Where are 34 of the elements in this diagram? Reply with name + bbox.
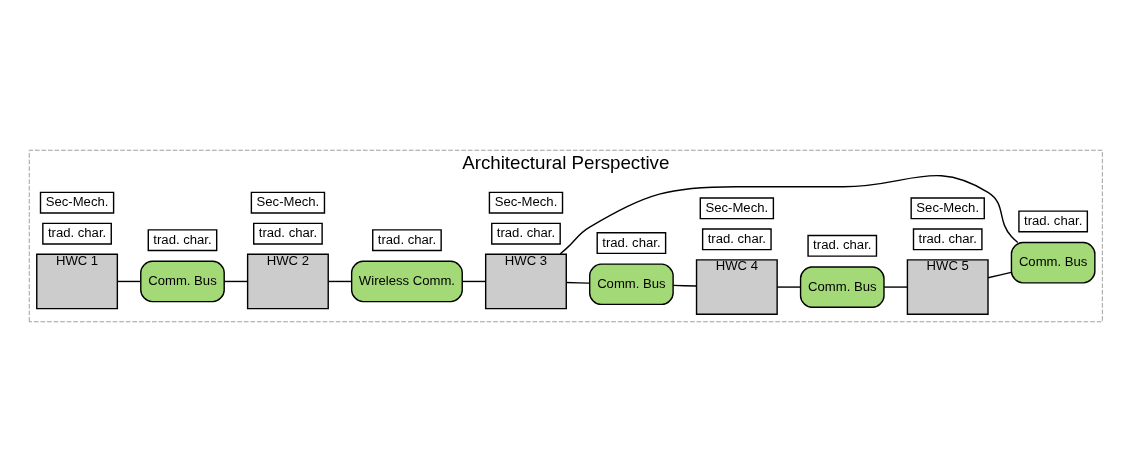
node-box: trad. char.	[912, 228, 983, 251]
node-box: Comm. Bus	[140, 260, 225, 303]
connector	[327, 280, 353, 283]
node-box: Sec-Mech.	[250, 191, 326, 214]
node-box: Wireless Comm.	[350, 260, 463, 303]
connector	[461, 280, 487, 283]
node-box: HWC 4	[695, 259, 778, 315]
node-box: Sec-Mech.	[488, 191, 564, 214]
node-box: trad. char.	[596, 232, 667, 255]
node-box: trad. char.	[42, 222, 112, 245]
node-box: trad. char.	[372, 229, 442, 252]
node-box: trad. char.	[807, 234, 878, 257]
node-box: Sec-Mech.	[39, 191, 115, 214]
connector	[565, 281, 591, 284]
connector	[987, 271, 1012, 279]
node-box: trad. char.	[253, 222, 323, 245]
node-box: trad. char.	[147, 229, 218, 252]
connector	[776, 286, 801, 288]
node-box: Comm. Bus	[1010, 241, 1096, 284]
node-box: HWC 2	[246, 253, 329, 310]
node-box: Sec-Mech.	[910, 197, 985, 220]
node-box: Comm. Bus	[799, 266, 885, 308]
connector	[223, 280, 249, 283]
connector	[883, 286, 908, 288]
node-box: trad. char.	[1018, 210, 1089, 233]
node-box: Sec-Mech.	[699, 197, 775, 220]
node-box: HWC 5	[906, 259, 989, 315]
connector	[672, 284, 697, 287]
node-box: HWC 1	[36, 253, 119, 310]
node-box: Comm. Bus	[589, 263, 674, 306]
node-box: HWC 3	[484, 253, 567, 310]
node-box: trad. char.	[701, 228, 772, 251]
node-box: trad. char.	[491, 222, 561, 245]
connector	[116, 280, 142, 283]
